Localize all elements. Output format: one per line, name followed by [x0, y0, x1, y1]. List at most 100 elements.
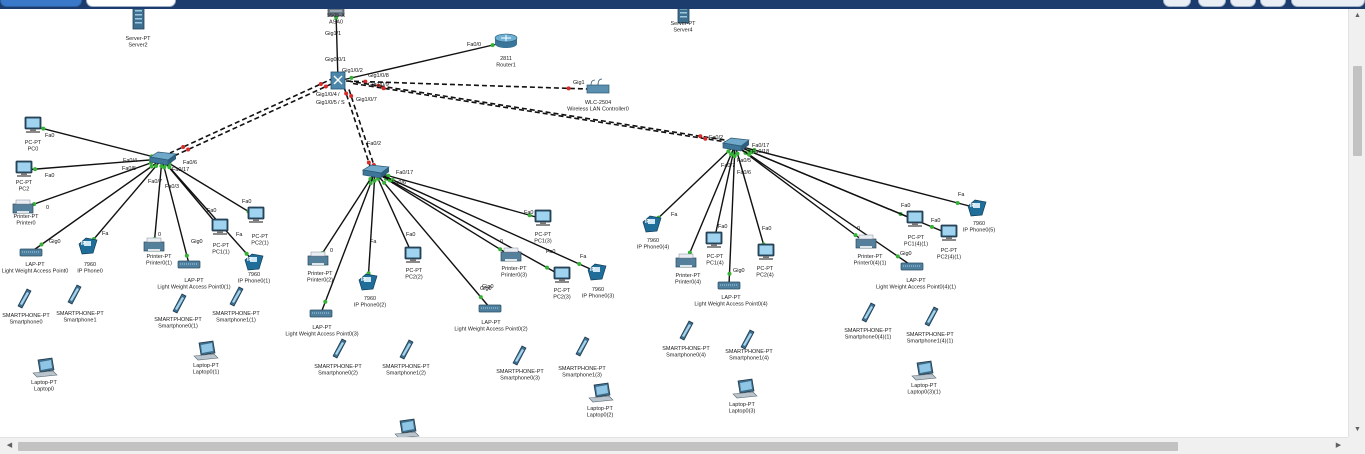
link-sw1-pc2[interactable] [23, 158, 163, 171]
device-ipphone01[interactable]: IP [244, 253, 264, 271]
device-printer04[interactable] [675, 253, 697, 268]
vertical-scrollbar[interactable]: ▲ ▼ [1348, 9, 1365, 437]
device-lap0[interactable] [19, 248, 43, 257]
device-sm11[interactable] [229, 286, 244, 307]
link-sw3-pc14[interactable] [713, 144, 736, 242]
device-laptop03[interactable] [732, 378, 758, 399]
link-sw3-ipphone05[interactable] [734, 144, 978, 209]
device-printer041[interactable] [855, 234, 877, 249]
link-sw3-ipphone04[interactable] [651, 144, 736, 225]
list-button[interactable] [1260, 0, 1286, 7]
link-sw2-lap02[interactable] [374, 171, 491, 309]
link-core-sw1[interactable] [169, 77, 335, 154]
device-sm1[interactable] [67, 284, 82, 305]
device-sm041[interactable] [861, 302, 876, 323]
device-lap04[interactable] [717, 281, 741, 290]
device-pc141[interactable] [906, 210, 924, 227]
device-laptop01[interactable] [193, 340, 219, 361]
device-lap02[interactable] [478, 304, 502, 313]
device-server4[interactable] [677, 9, 690, 24]
device-core[interactable] [330, 71, 346, 90]
device-router1[interactable] [494, 33, 518, 48]
device-sm01[interactable] [172, 293, 187, 314]
link-sw2-pc23[interactable] [374, 171, 563, 277]
physical-view-button[interactable] [86, 0, 176, 7]
device-pc11[interactable] [211, 218, 229, 235]
device-pc13[interactable] [534, 209, 552, 226]
link-sw1-printer0[interactable] [22, 158, 163, 209]
device-lap03[interactable] [309, 309, 333, 318]
annotation-button[interactable] [1230, 0, 1256, 7]
device-laptop02[interactable] [588, 382, 614, 403]
device-ipphone04[interactable]: IP [642, 215, 662, 233]
horizontal-scrollbar[interactable]: ◀ ▶ [0, 437, 1348, 454]
topology-canvas[interactable]: Server-PTServer2Server-PTServer45505-XAS… [0, 9, 1348, 437]
device-pc21[interactable] [247, 206, 265, 223]
device-sw2[interactable] [362, 164, 390, 179]
link-sw2-ipphone02[interactable] [367, 171, 376, 283]
device-sm141[interactable] [924, 306, 939, 327]
link-sw1-ipphone01[interactable] [161, 158, 255, 263]
device-printer0[interactable] [12, 199, 34, 214]
device-sm13[interactable] [575, 336, 590, 357]
link-sw3-pc24[interactable] [734, 144, 767, 254]
device-sm03[interactable] [512, 345, 527, 366]
scroll-down-arrow-icon[interactable]: ▼ [1354, 426, 1361, 433]
device-laptop0[interactable] [32, 357, 58, 378]
link-sw1-pc0[interactable] [32, 125, 163, 160]
device-pc23[interactable] [553, 266, 571, 283]
device-sm04[interactable] [679, 320, 694, 341]
device-ipphone05[interactable]: IP [967, 199, 987, 217]
device-printer01[interactable] [143, 237, 165, 252]
device-laptopbottom[interactable] [394, 418, 420, 437]
horizontal-scroll-thumb[interactable] [18, 442, 1178, 451]
link-sw3-printer041[interactable] [734, 144, 867, 244]
scroll-right-arrow-icon[interactable]: ▶ [1335, 442, 1342, 449]
link-sw2-pc22[interactable] [374, 171, 414, 257]
add-button[interactable] [1198, 0, 1226, 7]
device-sw3[interactable] [722, 137, 750, 152]
device-sm12[interactable] [399, 339, 414, 360]
scroll-up-arrow-icon[interactable]: ▲ [1354, 12, 1361, 19]
vertical-scroll-thumb[interactable] [1353, 66, 1362, 156]
device-ipphone03[interactable]: IP [587, 263, 607, 281]
device-lap01[interactable] [177, 260, 201, 269]
link-sw3-lap041[interactable] [734, 144, 913, 267]
scroll-left-arrow-icon[interactable]: ◀ [6, 442, 13, 449]
device-sm0[interactable] [17, 288, 32, 309]
link-sw1-ipphone0[interactable] [87, 158, 163, 247]
link-sw3-lap04[interactable] [728, 144, 736, 286]
zoom-button[interactable] [1163, 0, 1191, 7]
device-ipphone02[interactable]: IP [358, 273, 378, 291]
link-sw2-ipphone03[interactable] [374, 171, 598, 273]
link-core-sw3[interactable] [347, 80, 732, 142]
link-core-sw2[interactable] [343, 86, 372, 170]
device-pc22[interactable] [404, 246, 422, 263]
device-server2[interactable] [132, 9, 145, 30]
link-core-router1[interactable] [337, 41, 507, 82]
link-sw1-lap01[interactable] [161, 158, 190, 265]
link-core-sw3-2[interactable] [352, 82, 737, 145]
device-pc0[interactable] [24, 116, 42, 133]
device-pc24[interactable] [757, 243, 775, 260]
device-pc241[interactable] [940, 224, 958, 241]
device-wlc[interactable] [586, 78, 610, 94]
logical-view-button[interactable] [0, 0, 82, 7]
link-sw2-lap03[interactable] [320, 171, 376, 314]
link-sw3-printer04[interactable] [685, 144, 736, 263]
link-sw2-pc13[interactable] [374, 171, 544, 220]
link-sw2-printer02[interactable] [317, 171, 376, 261]
device-printer02[interactable] [307, 251, 329, 266]
device-sm02[interactable] [332, 338, 347, 359]
settings-button[interactable] [1291, 0, 1365, 7]
link-sw1-pc21[interactable] [161, 158, 257, 217]
device-pc14[interactable] [705, 231, 723, 248]
device-ipphone0[interactable]: IP [78, 237, 98, 255]
link-sw2-printer03[interactable] [374, 171, 512, 257]
device-lap041[interactable] [900, 262, 924, 271]
link-asa-core[interactable] [335, 11, 339, 82]
device-sw1[interactable] [149, 151, 177, 166]
device-pc2[interactable] [15, 160, 33, 177]
device-printer03[interactable] [500, 247, 522, 262]
device-laptop031[interactable] [911, 360, 937, 381]
